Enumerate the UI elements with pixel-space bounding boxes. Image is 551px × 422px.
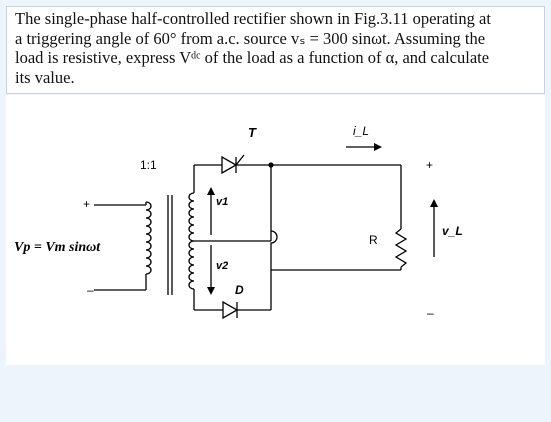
resistor-symbol (394, 228, 408, 268)
primary-minus-sign: – (87, 283, 94, 297)
load-plus-sign: + (426, 158, 433, 172)
current-arrow-head (374, 143, 382, 151)
circuit-svg: 1:1 T D i_L R v_L Vp = Vm sinωt v1 v2 + … (14, 124, 463, 320)
problem-line-1: The single-phase half-controlled rectifi… (15, 9, 491, 28)
problem-line-4: its value. (15, 67, 75, 87)
vl-arrow-head (430, 199, 438, 207)
source-label: Vp = Vm sinωt (14, 240, 101, 255)
load-voltage-label: v_L (442, 224, 463, 238)
problem-line-3: load is resistive, express Vᵈᶜ of the lo… (15, 48, 490, 67)
problem-statement: The single-phase half-controlled rectifi… (6, 6, 545, 94)
secondary-upper-label: v1 (216, 196, 228, 208)
load-current-label: i_L (353, 124, 369, 138)
circuit-diagram: 1:1 T D i_L R v_L Vp = Vm sinωt v1 v2 + … (6, 95, 545, 365)
diode-label: D (235, 283, 244, 297)
diode-symbol (222, 300, 239, 320)
primary-winding (145, 201, 152, 275)
primary-plus-sign: + (83, 197, 90, 211)
secondary-winding (188, 192, 195, 290)
thyristor-label: T (248, 125, 257, 140)
load-minus-sign: – (427, 306, 434, 320)
node-dot (268, 162, 274, 168)
secondary-lower-label: v2 (216, 260, 228, 272)
turns-ratio-label: 1:1 (140, 158, 157, 172)
thyristor-symbol (221, 155, 238, 175)
problem-line-2: a triggering angle of 60° from a.c. sour… (15, 28, 486, 48)
resistor-label: R (369, 233, 378, 247)
